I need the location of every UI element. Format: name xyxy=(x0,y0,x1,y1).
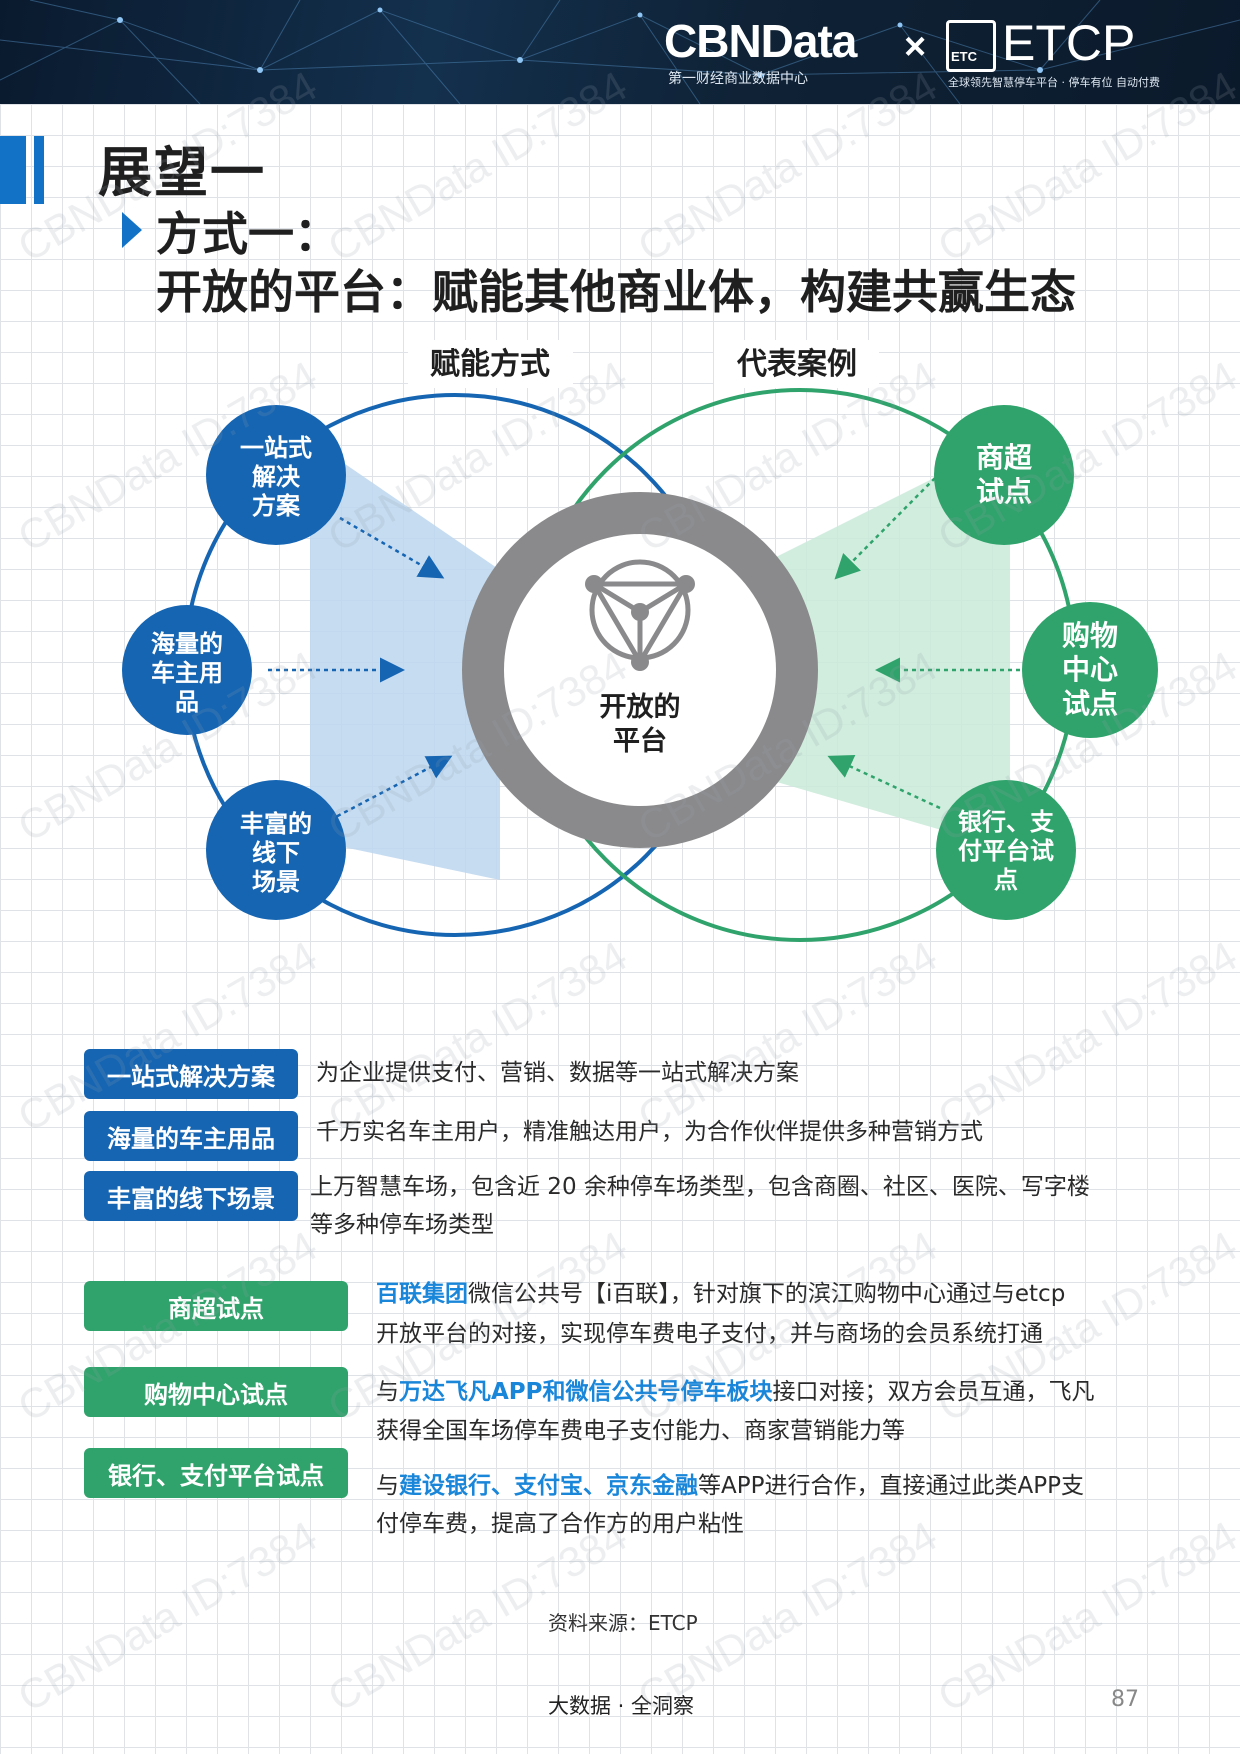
brand-logo: CBNData xyxy=(664,15,857,67)
node-right-1-line-1: 商超 xyxy=(976,441,1033,474)
center-label-line-2: 平台 xyxy=(613,725,667,757)
case-bank-text-1: 等APP进行合作，直接通过此类APP支 xyxy=(698,1473,1084,1499)
node-right-1-line-2: 试点 xyxy=(976,475,1032,508)
case-supermarket-highlight: 百联集团 xyxy=(376,1281,468,1307)
case-bank-line-1: 与建设银行、支付宝、京东金融等APP进行合作，直接通过此类APP支 xyxy=(376,1466,1084,1506)
right-funnel-shade xyxy=(770,440,1010,850)
left-column-label: 赋能方式 xyxy=(430,347,550,382)
subtitle-arrow-icon xyxy=(122,212,142,248)
partner-logo: ETCP xyxy=(1002,15,1136,71)
case-bank-prefix: 与 xyxy=(376,1473,399,1499)
watermark: CBNData ID:7384 xyxy=(10,1511,325,1721)
left-funnel-shade xyxy=(310,440,500,880)
arrow-left-1 xyxy=(339,516,445,579)
case-supermarket-line-2: 开放平台的对接，实现停车费电子支付，并与商场的会员系统打通 xyxy=(376,1321,1043,1347)
node-left-3-line-1: 丰富的 xyxy=(240,810,312,838)
case-bank-line-2: 付停车费，提高了合作方的用户粘性 xyxy=(376,1511,744,1537)
platform-network-nodes xyxy=(585,575,695,671)
node-right-3-line-2: 付平台试 xyxy=(958,837,1054,865)
node-right-3-line-3: 点 xyxy=(994,866,1018,894)
case-supermarket-line-1: 百联集团微信公共号【i百联】，针对旗下的滨江购物中心通过与etcp xyxy=(376,1274,1065,1314)
etcp-logo-text: ETC xyxy=(951,49,977,64)
case-mall-line-1: 与万达飞凡APP和微信公共号停车板块接口对接；双方会员互通，飞凡 xyxy=(376,1372,1095,1412)
desc-offline-scenes-line-1: 上万智慧车场，包含近 20 余种停车场类型，包含商圈、社区、医院、写字楼 xyxy=(310,1174,1090,1200)
node-right-2-line-1: 购物 xyxy=(1062,619,1118,652)
page-number: 87 xyxy=(1111,1687,1139,1712)
subtitle-line-1: 方式一： xyxy=(156,207,340,261)
network-background xyxy=(0,0,1240,104)
node-right-2-line-2: 中心 xyxy=(1062,653,1118,686)
node-left-2-line-2: 车主用 xyxy=(151,659,223,687)
arrow-right-3 xyxy=(827,755,941,810)
desc-offline-scenes-line-2: 等多种停车场类型 xyxy=(310,1212,494,1238)
case-mall-text-1: 接口对接；双方会员互通，飞凡 xyxy=(772,1379,1095,1405)
tag-bank-payment-pilot: 银行、支付平台试点 xyxy=(84,1448,348,1498)
node-one-stop-solution xyxy=(206,405,346,545)
node-bank-payment-pilot xyxy=(936,780,1076,920)
node-left-3-line-3: 场景 xyxy=(252,868,300,896)
desc-one-stop-solution: 为企业提供支付、营销、数据等一站式解决方案 xyxy=(316,1060,799,1086)
footer-slogan: 大数据 · 全洞察 xyxy=(548,1694,695,1718)
case-mall-line-2: 获得全国车场停车费电子支付能力、商家营销能力等 xyxy=(376,1418,905,1444)
partner-tagline: 全球领先智慧停车平台 · 停车有位 自动付费 xyxy=(948,76,1160,89)
subtitle-line-2: 开放的平台：赋能其他商业体，构建共赢生态 xyxy=(156,265,1076,319)
brand-tagline: 第一财经商业数据中心 xyxy=(668,71,808,87)
node-massive-users xyxy=(122,605,252,735)
node-right-3-line-1: 银行、支 xyxy=(958,808,1055,836)
tag-offline-scenes: 丰富的线下场景 xyxy=(84,1171,298,1221)
node-left-1-line-1: 一站式 xyxy=(240,434,312,462)
case-mall-prefix: 与 xyxy=(376,1379,399,1405)
node-left-1-line-2: 解决 xyxy=(252,463,301,491)
node-left-3-line-2: 线下 xyxy=(252,839,300,867)
case-supermarket-text-1: 微信公共号【i百联】，针对旗下的滨江购物中心通过与etcp xyxy=(468,1281,1066,1307)
etcp-logo-icon: ETC xyxy=(946,20,996,72)
center-label-line-1: 开放的 xyxy=(600,691,681,723)
case-mall-highlight: 万达飞凡APP和微信公共号停车板块 xyxy=(399,1379,773,1405)
node-left-2-line-1: 海量的 xyxy=(151,630,223,658)
node-left-1-line-3: 方案 xyxy=(252,492,301,520)
right-column-label: 代表案例 xyxy=(736,347,857,382)
tag-supermarket-pilot: 商超试点 xyxy=(84,1281,348,1331)
page-header: CBNData 第一财经商业数据中心 × ETC ETCP 全球领先智慧停车平台… xyxy=(0,0,1240,104)
source-note: 资料来源：ETCP xyxy=(548,1611,698,1635)
node-supermarket-pilot xyxy=(934,405,1074,545)
left-label-bg xyxy=(408,340,573,388)
times-symbol: × xyxy=(904,26,927,68)
watermark: CBNData ID:7384 xyxy=(930,1511,1240,1721)
right-label-bg xyxy=(714,340,879,388)
tag-mall-pilot: 购物中心试点 xyxy=(84,1367,348,1417)
desc-massive-users: 千万实名车主用户，精准触达用户，为合作伙伴提供多种营销方式 xyxy=(316,1119,983,1145)
platform-diagram: 赋能方式 代表案例 开放的 平台 一站式 解决 方案 海量的 车主用 品 丰富的… xyxy=(122,340,1158,942)
title-accent-bar-thin xyxy=(34,136,44,204)
title-accent-bar xyxy=(0,136,26,204)
arrow-right-1 xyxy=(834,477,936,580)
node-left-2-line-3: 品 xyxy=(175,688,199,716)
node-offline-scenes xyxy=(206,780,346,920)
case-bank-highlight: 建设银行、支付宝、京东金融 xyxy=(399,1473,698,1499)
tag-massive-users: 海量的车主用品 xyxy=(84,1111,298,1161)
node-right-2-line-3: 试点 xyxy=(1062,687,1118,720)
arrow-left-3 xyxy=(329,755,453,822)
node-mall-pilot xyxy=(1022,602,1158,738)
tag-one-stop-solution: 一站式解决方案 xyxy=(84,1049,298,1099)
page-title: 展望一 xyxy=(98,141,266,204)
